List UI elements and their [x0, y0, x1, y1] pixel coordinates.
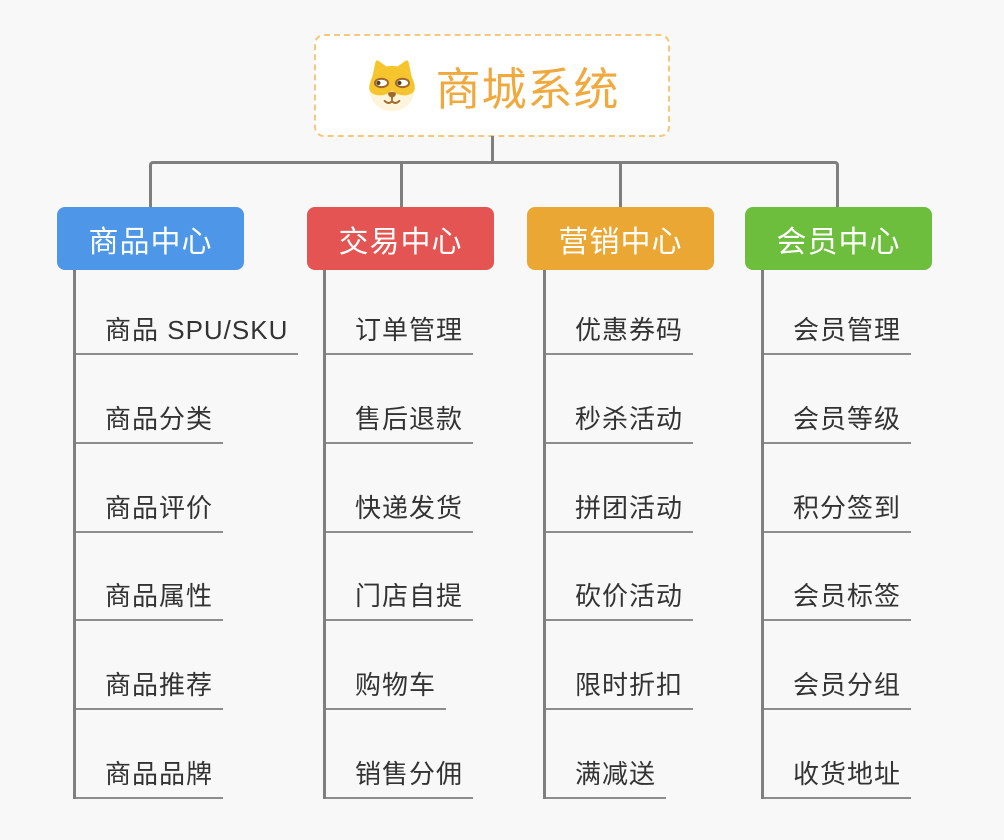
tree-node[interactable]: 门店自提 [326, 533, 474, 622]
tree-node[interactable]: 商品品牌 [76, 710, 224, 799]
dog-face-icon [369, 59, 416, 111]
root-title: 商城系统 [435, 64, 620, 115]
branch-product-center: 商品中心 商品 SPU/SKU 商品分类 商品评价 商品属性 商品推荐 商品品牌 [57, 207, 299, 799]
connector-drop-marketing [619, 161, 622, 208]
tree-node[interactable]: 售后退款 [326, 355, 474, 444]
branch-header-member-center[interactable]: 会员中心 [745, 207, 932, 270]
tree-node[interactable]: 快递发货 [326, 444, 474, 533]
tree-node[interactable]: 限时折扣 [546, 621, 694, 711]
tree-node[interactable]: 会员分组 [764, 621, 912, 711]
tree-node[interactable]: 会员管理 [764, 270, 912, 355]
tree-node[interactable]: 积分签到 [764, 444, 912, 533]
branch-trade-center: 交易中心 订单管理 售后退款 快递发货 门店自提 购物车 销售分佣 [307, 207, 494, 799]
tree-node[interactable]: 商品推荐 [76, 621, 224, 711]
tree-node[interactable]: 销售分佣 [326, 710, 474, 799]
tree-node[interactable]: 商品属性 [76, 533, 224, 622]
branch-children: 会员管理 会员等级 积分签到 会员标签 会员分组 收货地址 [761, 270, 912, 799]
tree-node[interactable]: 砍价活动 [546, 533, 694, 622]
tree-node[interactable]: 优惠券码 [546, 270, 694, 355]
branch-header-product-center[interactable]: 商品中心 [57, 207, 244, 270]
branch-member-center: 会员中心 会员管理 会员等级 积分签到 会员标签 会员分组 收货地址 [745, 207, 932, 799]
tree-node[interactable]: 收货地址 [764, 710, 912, 799]
branch-header-trade-center[interactable]: 交易中心 [307, 207, 494, 270]
branch-header-marketing-center[interactable]: 营销中心 [527, 207, 714, 270]
tree-node[interactable]: 会员等级 [764, 355, 912, 444]
connector-drop-trade [400, 161, 403, 208]
tree-node[interactable]: 满减送 [546, 710, 667, 799]
root-node[interactable]: 商城系统 [314, 34, 670, 137]
tree-node[interactable]: 商品分类 [76, 355, 224, 444]
branch-marketing-center: 营销中心 优惠券码 秒杀活动 拼团活动 砍价活动 限时折扣 满减送 [527, 207, 714, 799]
branch-children: 优惠券码 秒杀活动 拼团活动 砍价活动 限时折扣 满减送 [543, 270, 694, 799]
tree-node[interactable]: 购物车 [326, 621, 447, 711]
branch-children: 商品 SPU/SKU 商品分类 商品评价 商品属性 商品推荐 商品品牌 [73, 270, 299, 799]
branch-children: 订单管理 售后退款 快递发货 门店自提 购物车 销售分佣 [323, 270, 474, 799]
tree-node[interactable]: 拼团活动 [546, 444, 694, 533]
connector-root-stem [491, 136, 494, 164]
tree-node[interactable]: 商品评价 [76, 444, 224, 533]
connector-elbow [149, 161, 839, 208]
tree-node[interactable]: 会员标签 [764, 533, 912, 622]
tree-node[interactable]: 秒杀活动 [546, 355, 694, 444]
tree-node[interactable]: 订单管理 [326, 270, 474, 355]
tree-node[interactable]: 商品 SPU/SKU [76, 270, 299, 355]
